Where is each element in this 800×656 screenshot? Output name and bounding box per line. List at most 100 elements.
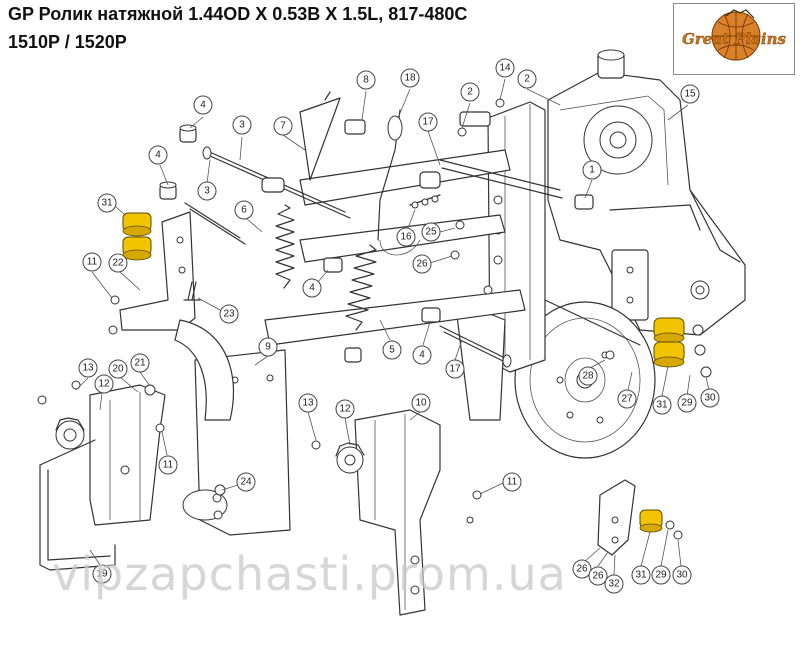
callout-13: 13: [78, 358, 98, 378]
callout-3: 3: [232, 115, 252, 135]
callout-20: 20: [108, 359, 128, 379]
hardware: [108, 98, 615, 520]
svg-text:19: 19: [96, 569, 108, 580]
svg-text:29: 29: [681, 398, 693, 409]
svg-text:11: 11: [507, 477, 518, 488]
svg-text:11: 11: [87, 257, 98, 268]
callout-21: 21: [130, 353, 150, 373]
svg-text:2: 2: [467, 87, 473, 98]
svg-text:6: 6: [241, 205, 247, 216]
watermark: vipzapchasti.prom.ua: [52, 547, 567, 601]
page-title: GP Ролик натяжной 1.44OD X 0.53B X 1.5L,…: [8, 4, 468, 24]
svg-text:27: 27: [621, 394, 633, 405]
svg-text:3: 3: [239, 120, 245, 131]
callout-2b: 2: [460, 82, 480, 102]
callout-17: 17: [418, 112, 438, 132]
callout-12: 12: [94, 374, 114, 394]
svg-text:15: 15: [684, 89, 696, 100]
callout-14: 14: [495, 58, 515, 78]
callout-4b: 4: [148, 145, 168, 165]
callout-28: 28: [578, 366, 598, 386]
callout-15: 15: [680, 84, 700, 104]
roller-bracket-left: [119, 211, 201, 331]
callout-18: 18: [400, 68, 420, 88]
callout-11b: 11: [158, 455, 178, 475]
svg-text:17: 17: [449, 364, 461, 375]
callout-10: 10: [411, 393, 431, 413]
callout-5: 5: [382, 340, 402, 360]
bushings: [159, 111, 594, 363]
svg-text:13: 13: [82, 363, 94, 374]
svg-text:3: 3: [204, 186, 210, 197]
svg-text:9: 9: [265, 342, 271, 353]
svg-text:23: 23: [223, 309, 235, 320]
svg-text:11: 11: [163, 460, 174, 471]
svg-text:12: 12: [339, 404, 351, 415]
svg-text:1: 1: [589, 165, 595, 176]
callout-8: 8: [356, 70, 376, 90]
svg-text:26: 26: [592, 571, 604, 582]
svg-text:4: 4: [309, 283, 315, 294]
callout-16: 16: [396, 227, 416, 247]
svg-text:10: 10: [415, 398, 427, 409]
callout-7: 7: [273, 116, 293, 136]
brand-logo: Great Plains: [673, 3, 795, 75]
callout-23: 23: [219, 304, 239, 324]
svg-text:30: 30: [676, 570, 688, 581]
callout-13b: 13: [298, 393, 318, 413]
callout-6: 6: [234, 200, 254, 220]
callout-22: 22: [108, 253, 128, 273]
svg-text:30: 30: [704, 393, 716, 404]
svg-text:13: 13: [302, 398, 314, 409]
callout-12b: 12: [335, 399, 355, 419]
great-plains-globe-icon: [711, 9, 761, 61]
svg-text:29: 29: [655, 570, 667, 581]
svg-text:25: 25: [425, 227, 437, 238]
callout-32: 32: [604, 574, 624, 594]
callout-4: 4: [193, 95, 213, 115]
callout-4d: 4: [412, 345, 432, 365]
svg-text:14: 14: [499, 63, 511, 74]
svg-text:4: 4: [200, 100, 206, 111]
springs: [275, 204, 377, 331]
svg-text:12: 12: [98, 379, 110, 390]
svg-text:17: 17: [422, 117, 434, 128]
svg-text:7: 7: [280, 121, 286, 132]
svg-text:26: 26: [576, 564, 588, 575]
gauge-wheel-arm-right: [311, 409, 474, 616]
callouts: 4 3 7 8 18 14 2 2 15 4 3 17 1 31 6 16 25: [75, 58, 720, 594]
callout-11: 11: [82, 252, 102, 272]
callout-3b: 3: [197, 181, 217, 201]
callout-31c: 31: [631, 565, 651, 585]
callout-30b: 30: [672, 565, 692, 585]
svg-text:2: 2: [524, 74, 530, 85]
logo-text: Great Plains: [682, 30, 786, 48]
svg-text:22: 22: [112, 258, 124, 269]
callout-25: 25: [421, 222, 441, 242]
highlight-roller-right: [653, 317, 712, 378]
callout-26c: 26: [588, 566, 608, 586]
callout-31: 31: [97, 193, 117, 213]
callout-26b: 26: [572, 559, 592, 579]
svg-text:32: 32: [608, 579, 620, 590]
callout-11c: 11: [502, 472, 522, 492]
svg-text:20: 20: [112, 364, 124, 375]
callout-27: 27: [617, 389, 637, 409]
svg-text:4: 4: [155, 150, 161, 161]
callout-31b: 31: [652, 395, 672, 415]
callout-24: 24: [236, 472, 256, 492]
svg-text:28: 28: [582, 371, 594, 382]
svg-text:21: 21: [134, 358, 146, 369]
callout-19: 19: [92, 564, 112, 584]
callout-29: 29: [677, 393, 697, 413]
highlight-roller-left: [122, 212, 152, 261]
svg-text:18: 18: [404, 73, 416, 84]
spring-rods: [377, 109, 441, 256]
callout-4c: 4: [302, 278, 322, 298]
page-subtitle: 1510P / 1520P: [8, 32, 127, 52]
callout-2: 2: [517, 69, 537, 89]
svg-text:24: 24: [240, 477, 252, 488]
svg-text:31: 31: [101, 198, 113, 209]
svg-text:26: 26: [416, 259, 428, 270]
